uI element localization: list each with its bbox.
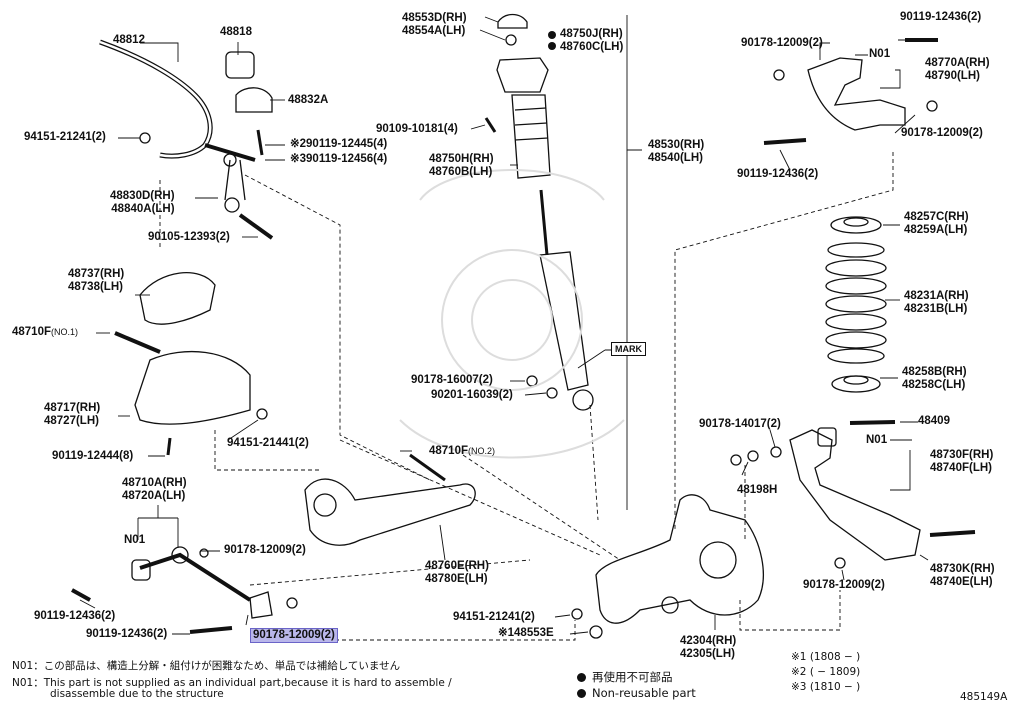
part-48231a[interactable]: 48231A(RH)48231B(LH) (904, 290, 969, 315)
part-90178-14017[interactable]: 90178-14017(2) (699, 418, 781, 430)
part-48258b[interactable]: 48258B(RH)48258C(LH) (902, 366, 967, 391)
part-48737[interactable]: 48737(RH)48738(LH) (68, 268, 125, 293)
part-94151-21241-low[interactable]: 94151-21241(2) (453, 611, 535, 623)
n01-note-english-2: disassemble due to the structure (50, 688, 224, 700)
note-mark-n01: N01 (124, 534, 146, 546)
part-90119-12436-left2[interactable]: 90119-12436(2) (86, 628, 168, 640)
part-48553d[interactable]: 48553D(RH)48554A(LH) (402, 12, 467, 37)
cover-shape (139, 272, 216, 325)
knuckle-shape (595, 494, 764, 624)
part-90119-12436-top-right[interactable]: 90119-12436(2) (900, 11, 982, 23)
part-90178-12009-left[interactable]: 90178-12009(2) (224, 544, 306, 556)
part-90119-12456[interactable]: ※390119-12456(4) (290, 153, 388, 165)
part-94151-21441[interactable]: 94151-21441(2) (227, 437, 309, 449)
part-48750j[interactable]: 48750J(RH)48760C(LH) (560, 28, 624, 53)
watermark-emblem (399, 169, 625, 459)
mark-callout: MARK (611, 342, 646, 356)
upper-arm-shape (807, 57, 906, 131)
n01-note-japanese: N01：この部品は、構造上分解・組付けが困難なため、単品では補給していません (12, 660, 401, 672)
bracket-shape (235, 87, 273, 113)
stab-link-shape (224, 159, 246, 201)
footnote-3: ※3 (1810 − ) (791, 681, 861, 693)
part-90119-12436-right[interactable]: 90119-12436(2) (737, 168, 819, 180)
part-48257c[interactable]: 48257C(RH)48259A(LH) (904, 211, 969, 236)
part-48553e[interactable]: ※148553E (498, 627, 554, 639)
diagram-id: 485149A (960, 691, 1008, 703)
part-90178-16007[interactable]: 90178-16007(2) (411, 374, 493, 386)
part-48717[interactable]: 48717(RH)48727(LH) (44, 402, 101, 427)
note-mark-n01-top-right: N01 (869, 48, 891, 60)
part-48812[interactable]: 48812 (113, 34, 145, 46)
part-48198h[interactable]: 48198H (737, 484, 778, 496)
rear-lower-arm-shape (789, 429, 921, 561)
non-reusable-dot (548, 31, 556, 39)
part-90201-16039[interactable]: 90201-16039(2) (431, 389, 513, 401)
shock-body-shape (539, 251, 589, 391)
coil-spring-shape (825, 242, 887, 364)
part-48730f[interactable]: 48730F(RH)48740F(LH) (930, 449, 994, 474)
part-90105-12393[interactable]: 90105-12393(2) (148, 231, 230, 243)
part-48409[interactable]: 48409 (918, 415, 950, 427)
part-90119-12445[interactable]: ※290119-12445(4) (290, 138, 388, 150)
part-48830d[interactable]: 48830D(RH)48840A(LH) (110, 190, 175, 215)
part-48710a[interactable]: 48710A(RH)48720A(LH) (122, 477, 187, 502)
non-reusable-dot (548, 42, 556, 50)
legend-non-reusable-en: Non-reusable part (577, 686, 696, 700)
footnote-2: ※2 ( − 1809) (791, 666, 861, 678)
dust-boot-shape (511, 94, 551, 179)
bushing-shape (225, 51, 255, 79)
part-48818[interactable]: 48818 (220, 26, 252, 38)
part-42304[interactable]: 42304(RH)42305(LH) (680, 635, 737, 660)
part-48832a[interactable]: 48832A (288, 94, 329, 106)
part-90178-12009-top-right[interactable]: 90178-12009(2) (741, 37, 823, 49)
part-48710f-no1[interactable]: 48710F(NO.1) (12, 326, 79, 338)
part-90109-10181[interactable]: 90109-10181(4) (376, 123, 458, 135)
upper-mount-shape (496, 57, 549, 93)
n01-note-english-1: N01：This part is not supplied as an indi… (12, 677, 452, 689)
part-90119-12436-left1[interactable]: 90119-12436(2) (34, 610, 116, 622)
part-48530[interactable]: 48530(RH)48540(LH) (648, 139, 705, 164)
non-reusable-dot-icon (577, 673, 586, 682)
part-48730k[interactable]: 48730K(RH)48740E(LH) (930, 563, 995, 588)
crossmember-bracket-shape (134, 350, 251, 425)
part-94151-21241-top[interactable]: 94151-21241(2) (24, 131, 106, 143)
part-48750h[interactable]: 48750H(RH)48760B(LH) (429, 153, 494, 178)
footnote-1: ※1 (1808 − ) (791, 651, 861, 663)
part-90178-12009-right[interactable]: 90178-12009(2) (901, 127, 983, 139)
part-48760e[interactable]: 48760E(RH)48780E(LH) (425, 560, 489, 585)
part-90178-12009-highlighted[interactable]: 90178-12009(2) (250, 628, 338, 643)
part-90119-12444[interactable]: 90119-12444(8) (52, 450, 134, 462)
lower-arm-shape (304, 478, 476, 546)
non-reusable-dot-icon (577, 689, 586, 698)
shock-rod (539, 189, 549, 256)
part-48770a[interactable]: 48770A(RH)48790(LH) (925, 57, 990, 82)
toe-link-shape (139, 552, 252, 602)
part-48710f-no2[interactable]: 48710F(NO.2) (429, 445, 496, 457)
top-cap-shape (497, 13, 528, 29)
stabilizer-bar (99, 39, 213, 159)
legend-non-reusable-jp: 再使用不可部品 (577, 669, 673, 685)
part-90178-12009-bottom-right[interactable]: 90178-12009(2) (803, 579, 885, 591)
note-mark-n01-right: N01 (866, 434, 888, 446)
